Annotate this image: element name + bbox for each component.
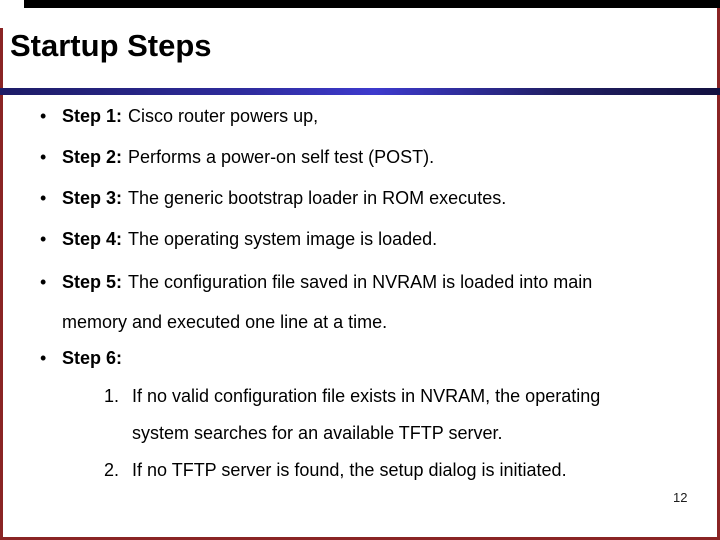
bullet-step-6: • Step 6: [40,348,128,369]
bullet-step-4: • Step 4:The operating system image is lo… [40,229,437,250]
bullet-icon: • [40,106,47,126]
page-number: 12 [673,490,688,505]
bullet-icon: • [40,229,47,249]
bullet-step-2: • Step 2:Performs a power-on self test (P… [40,147,434,168]
numbered-item-1-line2: system searches for an available TFTP se… [132,423,503,443]
step-text: The operating system image is loaded. [128,229,438,249]
bullet-step-1: • Step 1:Cisco router powers up, [40,106,318,127]
step-label: Step 1: [62,106,123,126]
item-number: 2. [104,460,120,480]
bottom-border-line [0,537,720,540]
step-text: The configuration file saved in NVRAM is… [128,272,593,292]
item-text: If no TFTP server is found, the setup di… [132,460,567,480]
item-text: If no valid configuration file exists in… [132,386,601,406]
bullet-icon: • [40,272,47,292]
bullet-step-3: • Step 3:The generic bootstrap loader in … [40,188,506,209]
top-border-bar [24,0,720,8]
left-border-line [0,28,3,540]
step-label: Step 6: [62,348,123,368]
slide-title: Startup Steps [10,28,212,63]
step-text: Performs a power-on self test (POST). [128,147,435,167]
item-number: 1. [104,386,120,406]
bullet-icon: • [40,188,47,208]
step-text: Cisco router powers up, [128,106,319,126]
bullet-step-5-line2: memory and executed one line at a time. [62,312,388,332]
step-label: Step 3: [62,188,123,208]
right-border-line [717,8,720,540]
numbered-item-1: 1. If no valid configuration file exists … [104,386,600,407]
step-label: Step 2: [62,147,123,167]
bullet-icon: • [40,147,47,167]
numbered-item-2: 2. If no TFTP server is found, the setup … [104,460,567,481]
bullet-step-5: • Step 5:The configuration file saved in … [40,272,592,293]
step-text: The generic bootstrap loader in ROM exec… [128,188,507,208]
bullet-icon: • [40,348,47,368]
step-label: Step 4: [62,229,123,249]
title-divider-rule [0,88,720,95]
step-label: Step 5: [62,272,123,292]
